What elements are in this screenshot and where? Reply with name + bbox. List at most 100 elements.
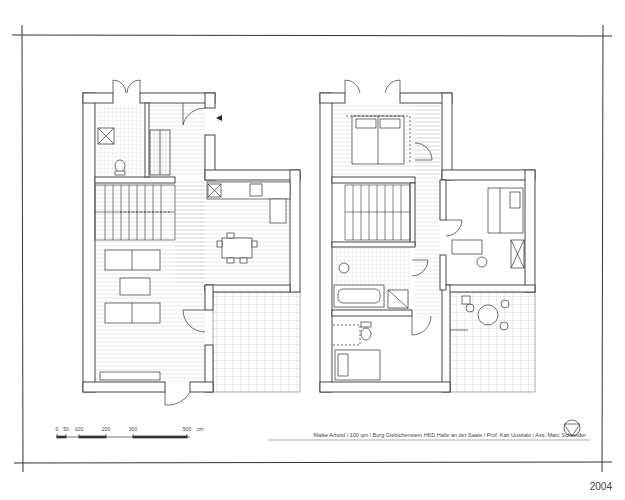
plan-line (525, 170, 535, 292)
plan-line (356, 119, 376, 128)
plan-line (333, 325, 360, 345)
plan-line (205, 170, 300, 180)
plan-line (332, 242, 415, 247)
plan-line (250, 184, 262, 196)
plan-line (115, 160, 125, 172)
scale-number: 100 (75, 427, 83, 433)
plan-line (207, 182, 290, 199)
title-block-text: Maike Arnold / 100 qm / Burg Giebichenst… (313, 432, 586, 438)
plan-line (462, 296, 470, 304)
plan-line (334, 248, 410, 310)
plan-line (440, 255, 446, 290)
plan-line (477, 257, 487, 267)
plan-line (205, 285, 290, 292)
plan-line (500, 188, 501, 233)
plan-line (120, 278, 150, 295)
plan-line (160, 130, 161, 175)
plan-line (511, 240, 524, 268)
plan-line (205, 285, 213, 310)
plan-line (450, 292, 535, 392)
plan-line (105, 185, 161, 240)
plan-line (339, 263, 349, 273)
plan-line (95, 185, 175, 240)
plan-line (190, 382, 213, 392)
plan-line (95, 185, 175, 240)
plan-line (57, 436, 66, 438)
plan-line (217, 241, 222, 247)
plan-line (332, 103, 440, 177)
plan-line (345, 80, 360, 93)
plan-line (79, 436, 106, 438)
plan-line (22, 25, 23, 472)
plan-line (320, 93, 332, 392)
plan-line (83, 93, 95, 392)
plan-line (442, 170, 535, 180)
plan-line (320, 382, 450, 392)
plan-line (511, 240, 524, 268)
plan-line (361, 328, 371, 340)
plan-line (105, 250, 160, 270)
plan-line (83, 93, 300, 392)
plan-line (345, 185, 410, 240)
plan-line (252, 241, 257, 247)
plan-line (227, 233, 234, 238)
plan-line (346, 116, 410, 164)
plan-line (97, 105, 143, 175)
plan-line (217, 233, 257, 263)
plan-line (388, 290, 408, 308)
plan-line (270, 199, 286, 223)
plan-line (183, 310, 205, 332)
plan-line (133, 436, 187, 438)
plan-line (83, 93, 113, 103)
plan-line (208, 184, 221, 197)
plan-line (98, 128, 114, 144)
ground-floor (83, 80, 300, 405)
plan-line (412, 316, 431, 335)
plan-line (488, 188, 523, 233)
scale-number: 300 (129, 427, 137, 433)
plan-line (213, 292, 300, 392)
plan-line (452, 240, 482, 254)
plan-line (222, 238, 252, 258)
plan-line (361, 322, 371, 327)
scale-unit: cm (197, 427, 204, 433)
plan-line (208, 184, 221, 197)
plan-line (334, 263, 408, 308)
plan-line (450, 330, 468, 331)
plan-line (145, 103, 149, 177)
plan-line (353, 185, 401, 240)
plan-line (150, 130, 170, 175)
plan-line (100, 372, 160, 380)
plan-line (290, 170, 300, 292)
plan-line (446, 285, 535, 292)
plan-line (385, 80, 400, 93)
plan-line (501, 300, 509, 308)
plan-line (175, 180, 290, 285)
plan-line (510, 192, 520, 208)
plan-line (113, 80, 126, 93)
scale-number: 0 (56, 427, 59, 433)
plan-line (333, 322, 380, 380)
plan-line (100, 250, 160, 380)
plan-line (338, 354, 348, 376)
scale-number: 50 (63, 427, 69, 433)
plan-line (380, 119, 400, 128)
plan-line (352, 116, 404, 164)
sheet-frame (12, 25, 612, 472)
plan-line (345, 212, 410, 213)
plan-line (95, 177, 175, 183)
plan-line (95, 212, 175, 213)
plan-line (442, 285, 450, 392)
plan-line (127, 80, 140, 93)
title-block-rule (268, 440, 590, 441)
plan-line (320, 93, 345, 103)
plan-line (150, 103, 205, 177)
plan-line (511, 240, 524, 268)
plan-line (98, 128, 114, 144)
plan-line (205, 93, 215, 108)
plan-line (345, 185, 410, 240)
plan-line (602, 25, 603, 472)
